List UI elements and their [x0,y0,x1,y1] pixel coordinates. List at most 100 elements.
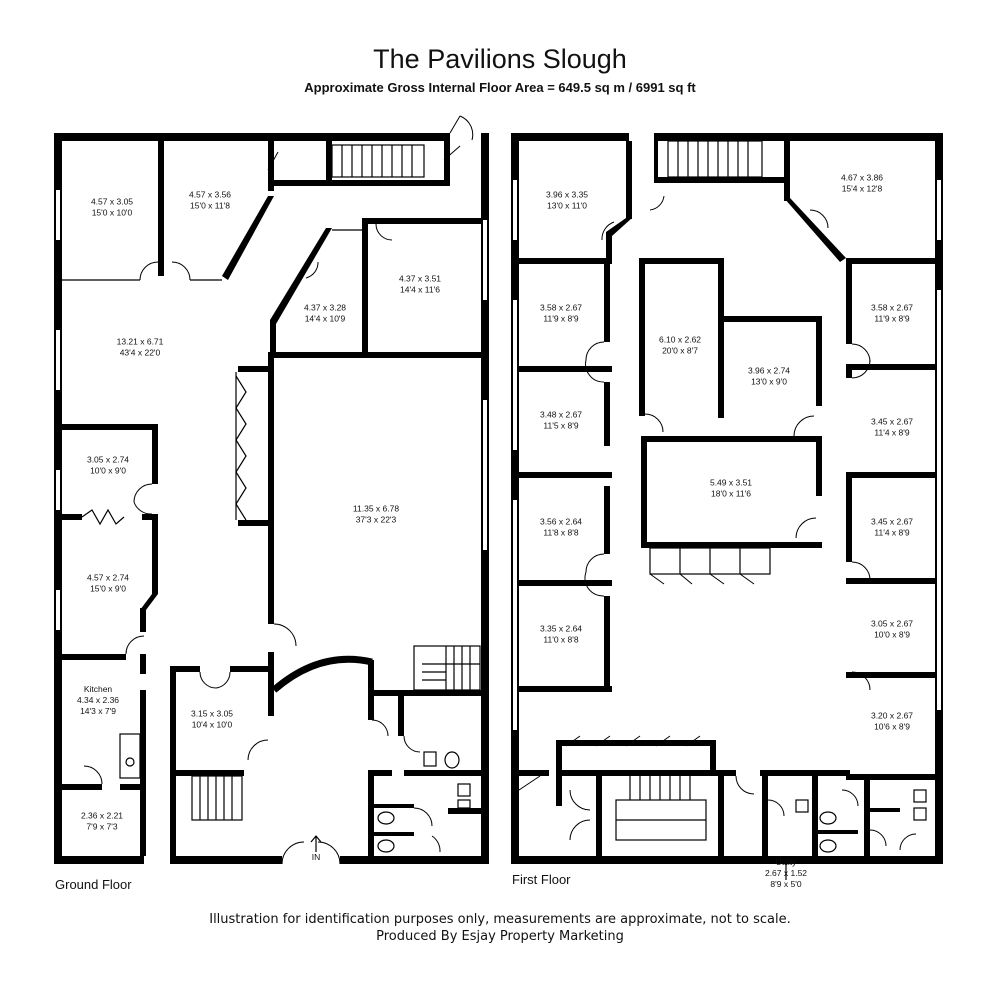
room-metric-dimensions: 4.57 x 2.74 [87,573,129,583]
room-metric-dimensions: 3.35 x 2.64 [540,624,582,634]
first-wall [641,436,822,442]
first-wall [639,258,723,264]
disclaimer-text: Illustration for identification purposes… [209,912,791,927]
room-imperial-dimensions: 14'3 x 7'9 [80,706,116,716]
first-wall [556,776,562,806]
first-wall [846,578,935,584]
first-wall [846,370,852,378]
first-wall [519,472,612,478]
door-swing [139,261,191,281]
first-wall [556,740,562,776]
room-metric-dimensions: 4.37 x 3.28 [304,303,346,313]
ground-wall [268,672,274,716]
door-swing [851,359,871,379]
room-imperial-dimensions: 20'0 x 8'7 [662,346,698,356]
door-swing [584,553,605,597]
sink-icon [913,807,927,821]
ground-wall [372,690,481,696]
room-metric-dimensions: 4.37 x 3.51 [399,274,441,284]
ground-wall [176,770,244,776]
first-wall [606,218,632,236]
first-wall [816,316,822,406]
ground-wall-bottom-c [340,856,489,864]
first-wall [654,141,658,183]
room-imperial-dimensions: 37'3 x 22'3 [356,515,397,525]
entrance-label: IN [312,852,321,862]
toilet-icon [819,811,837,825]
ground-wall [140,594,158,610]
ground-stairs-top [331,144,425,178]
floor-area-subtitle: Approximate Gross Internal Floor Area = … [304,80,696,95]
room-metric-dimensions: 3.45 x 2.67 [871,417,913,427]
room-imperial-dimensions: 11'8 x 8'8 [543,528,578,538]
first-wall [864,776,870,856]
first-wall [846,478,852,562]
ground-wall [362,218,368,358]
room-imperial-dimensions: 13'0 x 11'0 [547,201,587,211]
first-wall [724,316,822,322]
first-window [513,180,517,240]
ground-wall [62,424,158,430]
door-swing [273,623,297,647]
ground-wall [62,654,126,660]
folding-partition [235,372,247,521]
first-window [937,180,941,240]
room-imperial-dimensions: 10'6 x 8'9 [874,722,910,732]
door-swing [601,195,829,241]
ground-wall [140,790,146,856]
ground-wall [404,770,481,776]
kitchen-counter [119,733,141,779]
first-wall [870,808,900,812]
door-swing [449,115,474,141]
first-wall [846,774,935,780]
room-metric-dimensions: 3.56 x 2.64 [540,517,582,527]
door-swing [795,517,817,539]
sink-icon [913,789,927,803]
room-metric-dimensions: 13.21 x 6.71 [117,337,164,347]
door-swing [565,735,701,747]
first-wall [816,436,822,496]
door-swing [443,145,461,161]
first-wall [604,258,610,342]
room-metric-dimensions: 3.48 x 2.67 [540,410,582,420]
ground-wall [222,196,274,280]
door-swing [125,635,145,655]
ground-wall [62,514,82,520]
ground-floor-label: Ground Floor [55,877,132,892]
toilet-icon [444,751,460,769]
first-wall [760,770,850,776]
door-swing [851,561,871,581]
room-metric-dimensions: 3.96 x 3.35 [546,190,588,200]
ground-wall [274,180,444,186]
first-wall-left [511,133,519,864]
ground-wall [238,366,270,372]
room-imperial-dimensions: 15'0 x 10'0 [92,208,133,218]
room-imperial-dimensions: 10'0 x 8'9 [874,630,910,640]
ground-window [56,330,60,390]
ground-wall [274,352,481,358]
room-imperial-dimensions: 11'5 x 8'9 [543,421,578,431]
ground-wall [398,696,404,736]
room-metric-dimensions: 2.36 x 2.21 [81,811,123,821]
first-wall [846,472,935,478]
door-swing [83,765,103,785]
room-metric-dimensions: 4.34 x 2.36 [77,695,119,705]
sink-icon [795,799,809,813]
first-wall [626,141,632,219]
room-name-label: Utility [776,857,798,867]
first-wall [606,232,612,262]
room-imperial-dimensions: 11'9 x 8'9 [543,314,578,324]
sink-icon [457,799,471,809]
ground-wall [158,141,164,276]
ground-stairs-bottom [191,775,243,821]
first-wall [519,686,612,692]
door-swing [413,807,441,853]
first-floor-plan [511,133,943,880]
ground-window [56,590,60,630]
door-swing [305,223,393,279]
room-metric-dimensions: 3.58 x 2.67 [871,303,913,313]
room-imperial-dimensions: 14'4 x 10'9 [305,314,346,324]
room-metric-dimensions: 3.15 x 3.05 [191,709,233,719]
room-imperial-dimensions: 14'4 x 11'6 [400,285,440,295]
ground-window [483,400,487,550]
